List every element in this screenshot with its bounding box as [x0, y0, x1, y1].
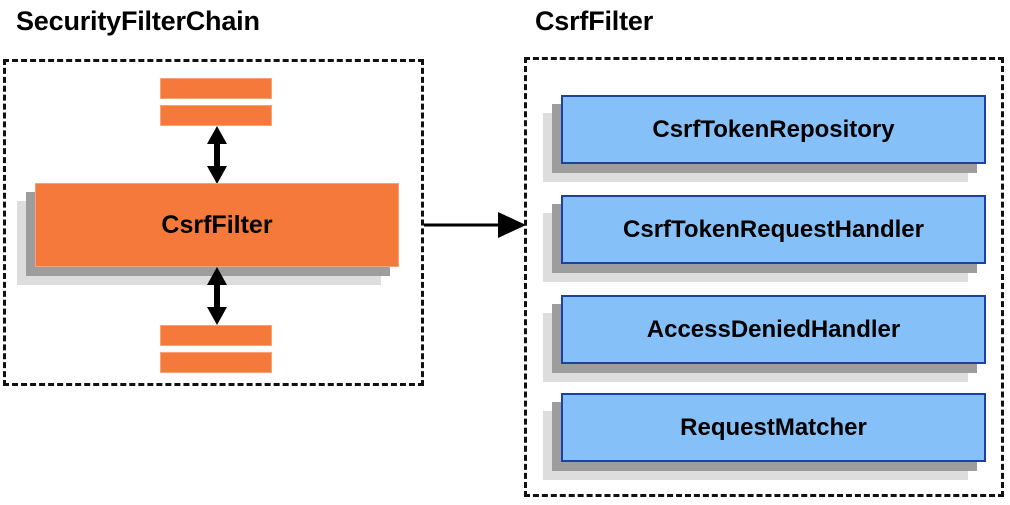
node-access-denied-handler[interactable]: AccessDeniedHandler: [543, 295, 986, 382]
security-filter-chain-panel: [3, 59, 424, 386]
node-face: RequestMatcher: [561, 393, 986, 462]
csrf-filter-panel: [524, 57, 1004, 497]
filter-bar-below-2: [160, 352, 272, 373]
node-face: CsrfFilter: [35, 183, 399, 267]
node-label: CsrfTokenRequestHandler: [623, 215, 924, 243]
node-label: CsrfFilter: [161, 210, 273, 239]
node-csrf-token-repository[interactable]: CsrfTokenRepository: [543, 95, 986, 182]
node-face: CsrfTokenRequestHandler: [561, 195, 986, 264]
node-csrf-token-request-handler[interactable]: CsrfTokenRequestHandler: [543, 195, 986, 282]
filter-bar-below-1: [160, 325, 272, 346]
filter-bar-above-2: [160, 105, 272, 126]
node-label: AccessDeniedHandler: [646, 315, 901, 343]
page-title-csrf-filter: CsrfFilter: [535, 6, 654, 36]
filter-bar-above-1: [160, 78, 272, 99]
node-label: CsrfTokenRepository: [652, 115, 895, 143]
double-arrow-below: [207, 267, 227, 325]
node-request-matcher[interactable]: RequestMatcher: [543, 393, 986, 480]
node-face: AccessDeniedHandler: [561, 295, 986, 364]
node-label: RequestMatcher: [680, 413, 867, 441]
cross-panel-arrow: [424, 212, 526, 238]
page-title-security-filter-chain: SecurityFilterChain: [16, 6, 260, 36]
node-face: CsrfTokenRepository: [561, 95, 986, 164]
node-csrf-filter[interactable]: CsrfFilter: [17, 183, 399, 285]
double-arrow-above: [207, 126, 227, 184]
